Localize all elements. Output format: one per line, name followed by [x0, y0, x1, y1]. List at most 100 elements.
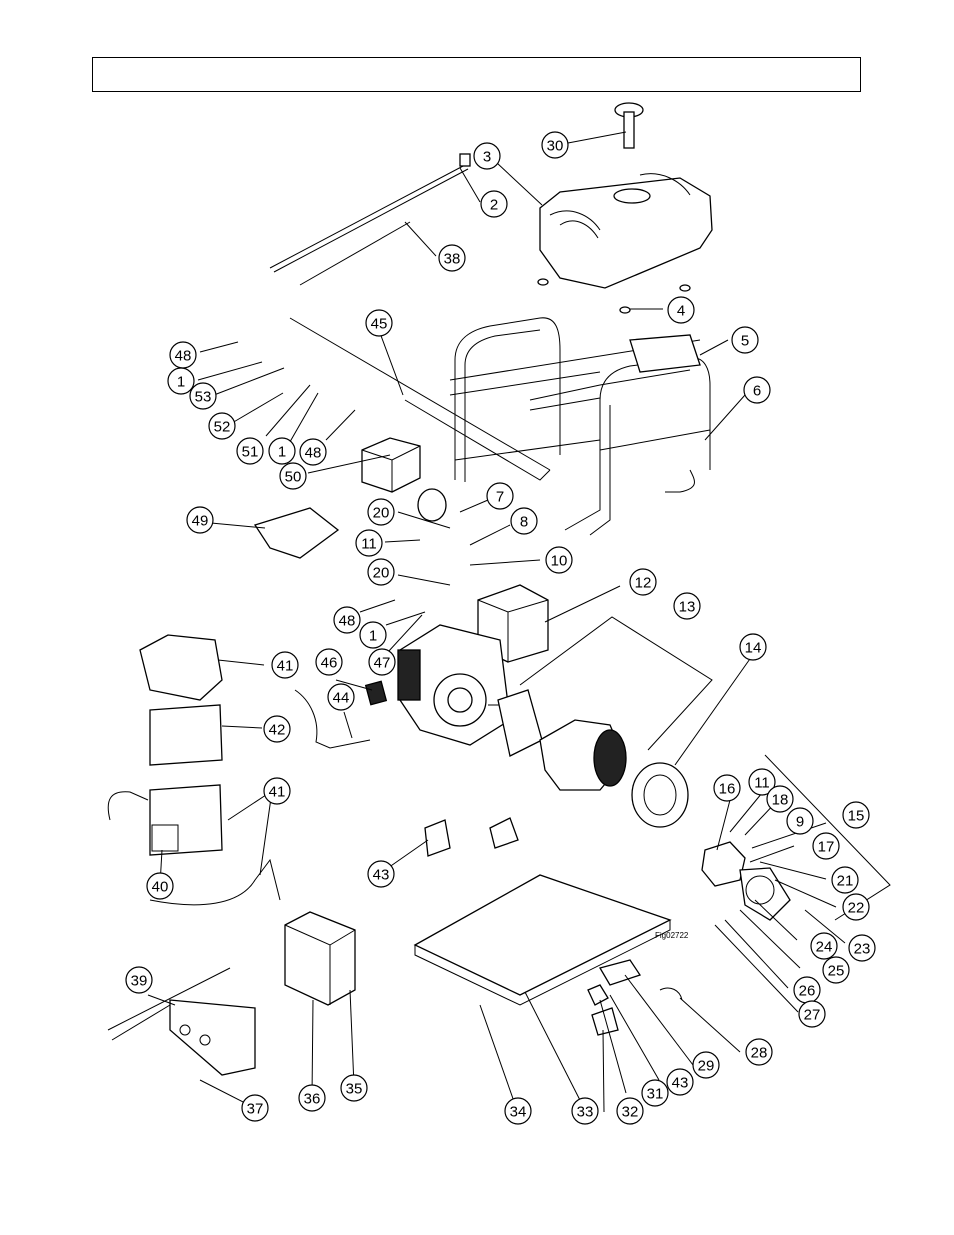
callout-40: 40 — [147, 873, 173, 899]
callout-1: 1 — [168, 368, 194, 394]
callout-3: 3 — [474, 143, 500, 169]
callout-number: 31 — [647, 1086, 664, 1103]
callout-9: 9 — [787, 808, 813, 834]
callout-36: 36 — [299, 1085, 325, 1111]
callout-16: 16 — [714, 775, 740, 801]
callout-1: 1 — [360, 622, 386, 648]
callout-number: 48 — [339, 613, 356, 630]
callout-number: 36 — [304, 1091, 321, 1108]
callout-44: 44 — [328, 684, 354, 710]
callout-number: 18 — [772, 792, 789, 809]
callout-32: 32 — [617, 1098, 643, 1124]
callout-20: 20 — [368, 559, 394, 585]
callout-number: 39 — [131, 973, 148, 990]
callout-37: 37 — [242, 1095, 268, 1121]
callout-number: 37 — [247, 1101, 264, 1118]
callout-46: 46 — [316, 649, 342, 675]
callout-number: 1 — [369, 628, 377, 645]
callout-number: 2 — [490, 197, 498, 214]
callout-13: 13 — [674, 593, 700, 619]
callout-21: 21 — [832, 867, 858, 893]
end-cover-part — [632, 763, 688, 827]
callout-number: 11 — [754, 775, 770, 792]
callout-48: 48 — [300, 439, 326, 465]
callout-49: 49 — [187, 507, 213, 533]
callout-number: 40 — [152, 879, 169, 896]
callout-14: 14 — [740, 634, 766, 660]
callout-number: 26 — [799, 983, 816, 1000]
callout-number: 9 — [796, 814, 804, 831]
callout-number: 15 — [848, 808, 865, 825]
callout-51: 51 — [237, 438, 263, 464]
engine-part — [398, 625, 510, 745]
callout-31: 31 — [642, 1080, 668, 1106]
callout-10: 10 — [546, 547, 572, 573]
battery-part — [140, 635, 222, 855]
handle-part — [600, 960, 640, 985]
callout-number: 41 — [277, 658, 294, 675]
callout-number: 43 — [672, 1075, 689, 1092]
callout-number: 22 — [848, 900, 865, 917]
cover-plate-part — [630, 335, 700, 372]
callout-number: 27 — [804, 1007, 821, 1024]
callout-26: 26 — [794, 977, 820, 1003]
callout-number: 33 — [577, 1104, 594, 1121]
callout-number: 12 — [635, 575, 652, 592]
callout-45: 45 — [366, 310, 392, 336]
callout-27: 27 — [799, 1001, 825, 1027]
callout-number: 11 — [361, 536, 377, 553]
callout-number: 23 — [854, 941, 871, 958]
base-plate-part — [415, 875, 670, 1005]
callout-41: 41 — [272, 652, 298, 678]
callout-number: 35 — [346, 1081, 363, 1098]
callout-6: 6 — [744, 377, 770, 403]
callout-number: 38 — [444, 251, 461, 268]
callout-number: 34 — [510, 1104, 527, 1121]
callout-number: 14 — [745, 640, 762, 657]
spark-screen-part — [366, 681, 387, 704]
callout-number: 44 — [333, 690, 350, 707]
callout-43: 43 — [667, 1069, 693, 1095]
callout-25: 25 — [823, 957, 849, 983]
figure-id-label: Fig02722 — [655, 931, 689, 940]
support-rods-part — [270, 154, 470, 285]
callout-number: 30 — [547, 138, 564, 155]
callout-41: 41 — [264, 778, 290, 804]
foot-part — [592, 1008, 618, 1035]
callout-number: 51 — [242, 444, 259, 461]
callout-29: 29 — [693, 1052, 719, 1078]
callout-30: 30 — [542, 132, 568, 158]
callout-5: 5 — [732, 327, 758, 353]
callout-number: 8 — [520, 514, 528, 531]
callout-number: 5 — [741, 333, 749, 350]
callout-52: 52 — [209, 413, 235, 439]
callout-number: 3 — [483, 149, 491, 166]
callout-number: 16 — [719, 781, 736, 798]
tray-part — [255, 508, 338, 558]
callout-23: 23 — [849, 935, 875, 961]
callout-35: 35 — [341, 1075, 367, 1101]
callout-22: 22 — [843, 894, 869, 920]
callout-number: 43 — [373, 867, 390, 884]
callout-number: 17 — [818, 839, 835, 856]
callout-34: 34 — [505, 1098, 531, 1124]
callout-number: 24 — [816, 939, 833, 956]
callout-11: 11 — [356, 530, 382, 556]
callout-number: 7 — [496, 489, 504, 506]
callout-28: 28 — [746, 1039, 772, 1065]
callout-39: 39 — [126, 967, 152, 993]
callout-47: 47 — [369, 649, 395, 675]
fuel-cap-part — [615, 103, 643, 148]
callout-number: 53 — [195, 389, 212, 406]
control-panel-box-part — [285, 912, 355, 1005]
callout-number: 50 — [285, 469, 302, 486]
control-box-part — [362, 438, 420, 492]
callout-1: 1 — [269, 438, 295, 464]
callout-42: 42 — [264, 716, 290, 742]
air-filter-part — [418, 489, 446, 521]
callout-7: 7 — [487, 483, 513, 509]
callout-8: 8 — [511, 508, 537, 534]
callout-38: 38 — [439, 245, 465, 271]
callout-number: 49 — [192, 513, 209, 530]
